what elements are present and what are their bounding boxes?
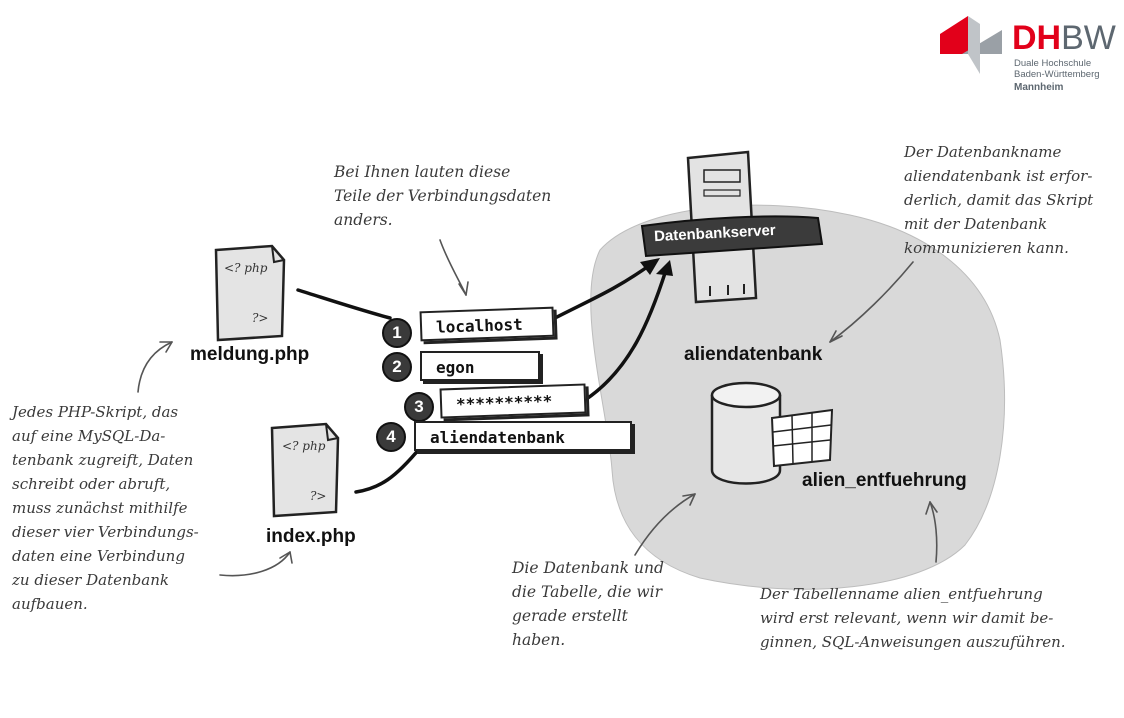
table-label: alien_entfuehrung	[802, 470, 967, 491]
logo-line1: Duale Hochschule	[1014, 58, 1092, 69]
note-php-script: Jedes PHP-Skript, das auf eine MySQL-Da-…	[12, 403, 199, 613]
meldung-file-label: meldung.php	[190, 344, 310, 365]
meldung-file-icon	[214, 244, 286, 342]
note-table-name: Der Tabellenname alien_entfuehrung wird …	[760, 585, 1066, 651]
field-number-3: 3	[404, 392, 434, 422]
logo-line2: Baden-Württemberg	[1014, 69, 1100, 80]
index-file-icon	[270, 422, 340, 518]
field-number-2: 2	[382, 352, 412, 382]
field-host: localhost	[419, 306, 555, 342]
connection-lines	[296, 263, 668, 494]
database-area-blob	[590, 204, 1005, 590]
logo-city: Mannheim	[1014, 82, 1064, 93]
index-file-label: index.php	[266, 526, 356, 547]
connection-arrowheads	[640, 258, 673, 276]
note-database-table: Die Datenbank und die Tabelle, die wir g…	[512, 559, 664, 649]
server-label-band	[640, 215, 824, 258]
database-label: aliendatenbank	[684, 344, 823, 365]
table-grid-icon	[770, 408, 834, 468]
dhbw-logo: DHBW Duale Hochschule Baden-Württemberg …	[940, 14, 1120, 100]
field-number-4: 4	[376, 422, 406, 452]
logo-dh: DH	[1012, 19, 1062, 57]
field-user: egon	[420, 351, 540, 381]
logo-bw: BW	[1061, 19, 1116, 57]
note-connection-data: Bei Ihnen lauten diese Teile der Verbind…	[334, 163, 552, 229]
meldung-php-close-tag: ?>	[252, 311, 269, 325]
database-cylinder-icon	[710, 381, 782, 485]
logo-wordmark: DHBW	[1012, 20, 1116, 62]
logo-mark-icon	[940, 16, 1002, 74]
field-number-1: 1	[382, 318, 412, 348]
annotation-arrows	[137, 239, 938, 577]
field-password: **********	[439, 383, 587, 419]
index-php-open-tag: <? php	[282, 439, 326, 453]
field-database: aliendatenbank	[414, 421, 632, 451]
index-php-close-tag: ?>	[310, 489, 327, 503]
meldung-php-open-tag: <? php	[224, 261, 268, 275]
note-database-name: Der Datenbankname aliendatenbank ist erf…	[904, 143, 1094, 257]
